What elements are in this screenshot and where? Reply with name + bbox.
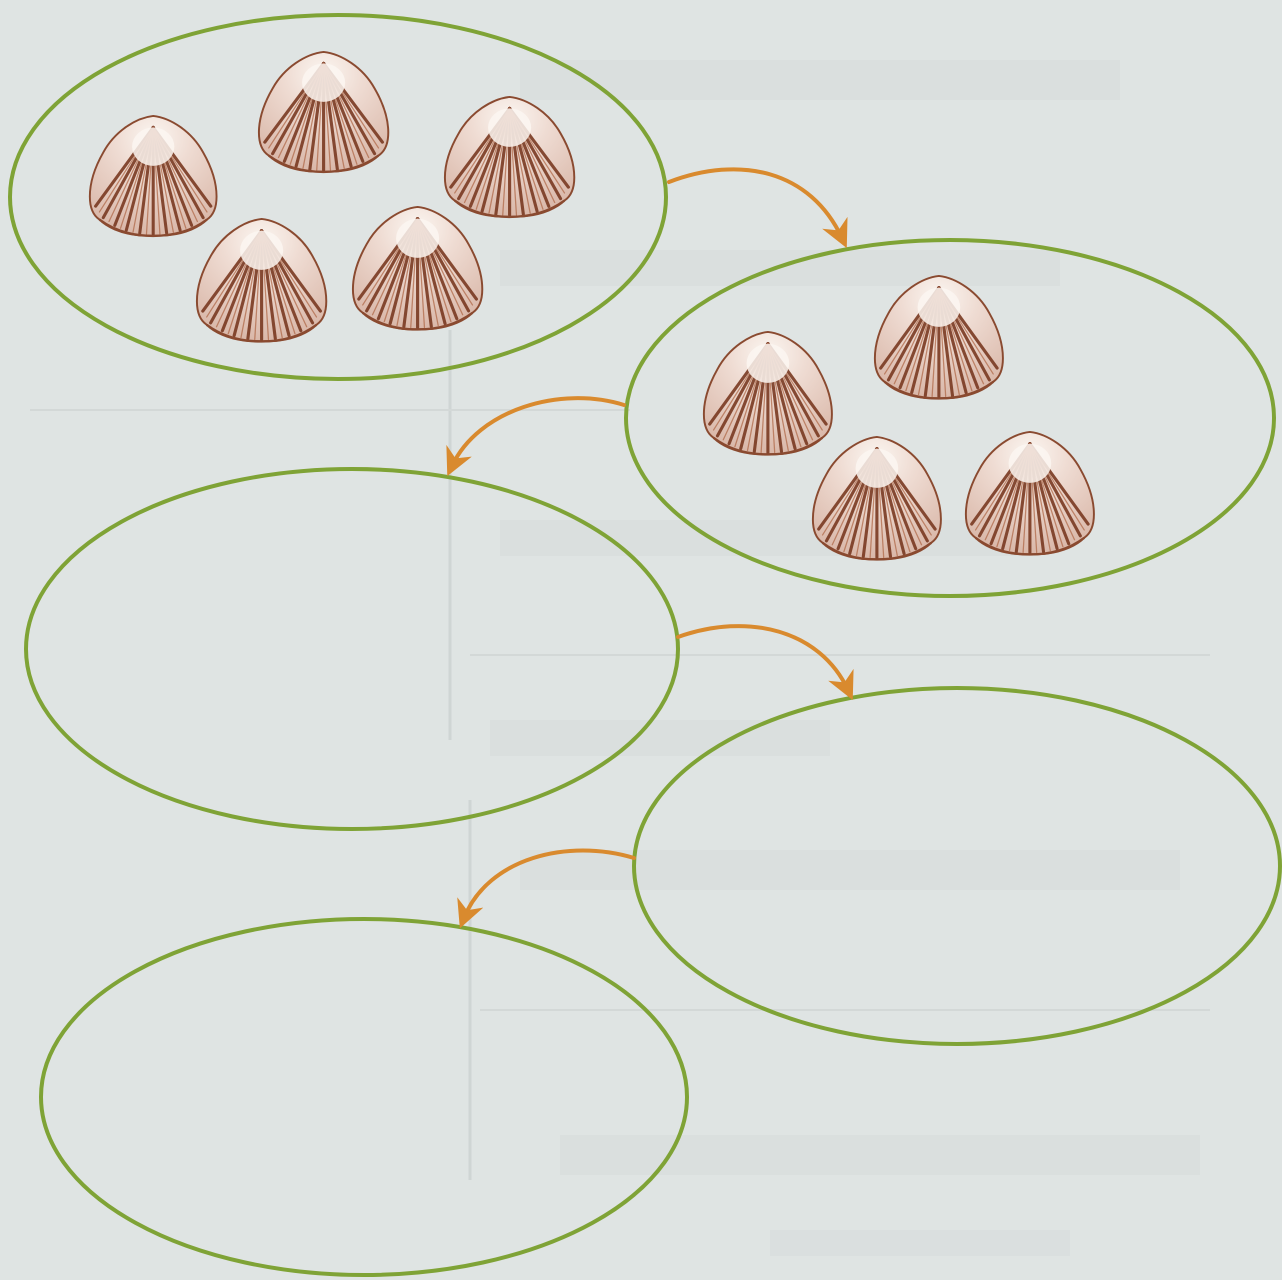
shell-sequence-diagram (0, 0, 1282, 1280)
